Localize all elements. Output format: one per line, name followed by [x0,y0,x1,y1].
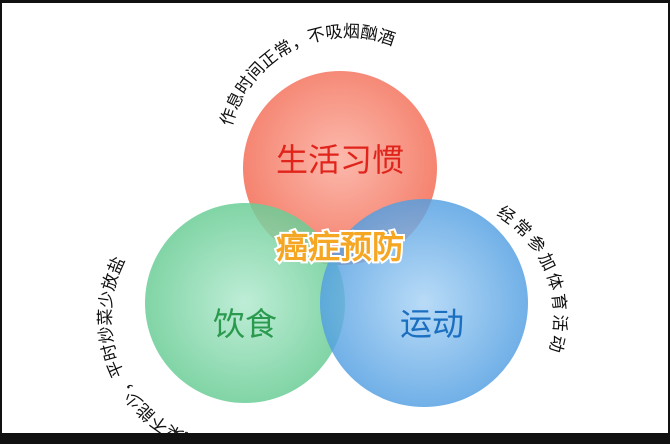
exercise-label: 运动 [400,305,464,343]
diet-label: 饮食 [213,305,277,343]
center-label: 癌症预防 [276,228,404,266]
venn-diagram: 作息时间正常，不吸烟酗酒 新鲜蔬菜不能少，平时炒菜少放盐 经常参加体育活动 生活… [2,3,668,433]
lifestyle-label: 生活习惯 [276,141,404,179]
circle-diet [145,203,345,403]
circle-exercise [320,199,528,407]
